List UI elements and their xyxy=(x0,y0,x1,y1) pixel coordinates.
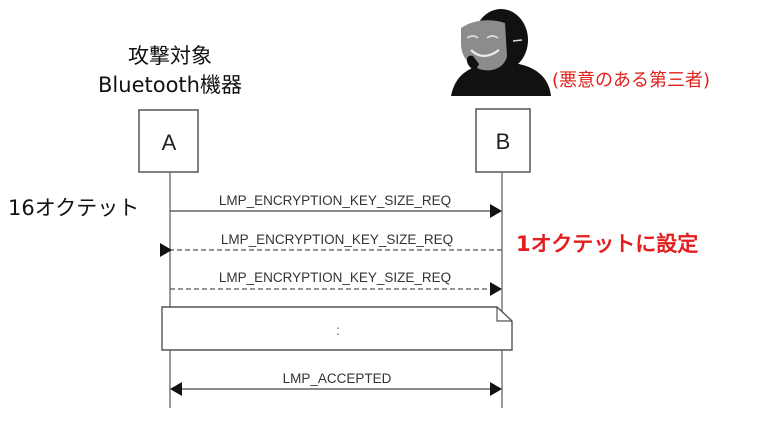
right-annotation-1-octet: 1オクテットに設定 xyxy=(516,232,699,256)
message-3-label: LMP_ENCRYPTION_KEY_SIZE_REQ xyxy=(219,270,451,285)
message-3: LMP_ENCRYPTION_KEY_SIZE_REQ xyxy=(170,270,502,296)
target-title-line2: Bluetooth機器 xyxy=(98,73,242,97)
target-device-title: 攻撃対象 Bluetooth機器 xyxy=(80,42,260,100)
message-1-label: LMP_ENCRYPTION_KEY_SIZE_REQ xyxy=(219,193,451,208)
left-annotation-16-octets: 16オクテット xyxy=(8,196,140,220)
message-4-label: LMP_ACCEPTED xyxy=(283,371,392,386)
message-1: LMP_ENCRYPTION_KEY_SIZE_REQ xyxy=(170,193,502,218)
participant-a: A xyxy=(138,109,199,173)
participant-a-label: A xyxy=(162,130,177,155)
message-4: LMP_ACCEPTED xyxy=(170,371,502,396)
note-box: : xyxy=(161,306,513,351)
message-2-label: LMP_ENCRYPTION_KEY_SIZE_REQ xyxy=(221,232,453,247)
target-title-line1: 攻撃対象 xyxy=(128,44,212,68)
message-2: LMP_ENCRYPTION_KEY_SIZE_REQ xyxy=(160,232,502,257)
masked-person-icon xyxy=(451,9,551,96)
participant-b: B xyxy=(475,108,531,173)
note-text: : xyxy=(336,322,340,338)
attacker-label: (悪意のある第三者) xyxy=(552,70,711,91)
participant-b-label: B xyxy=(496,129,511,154)
